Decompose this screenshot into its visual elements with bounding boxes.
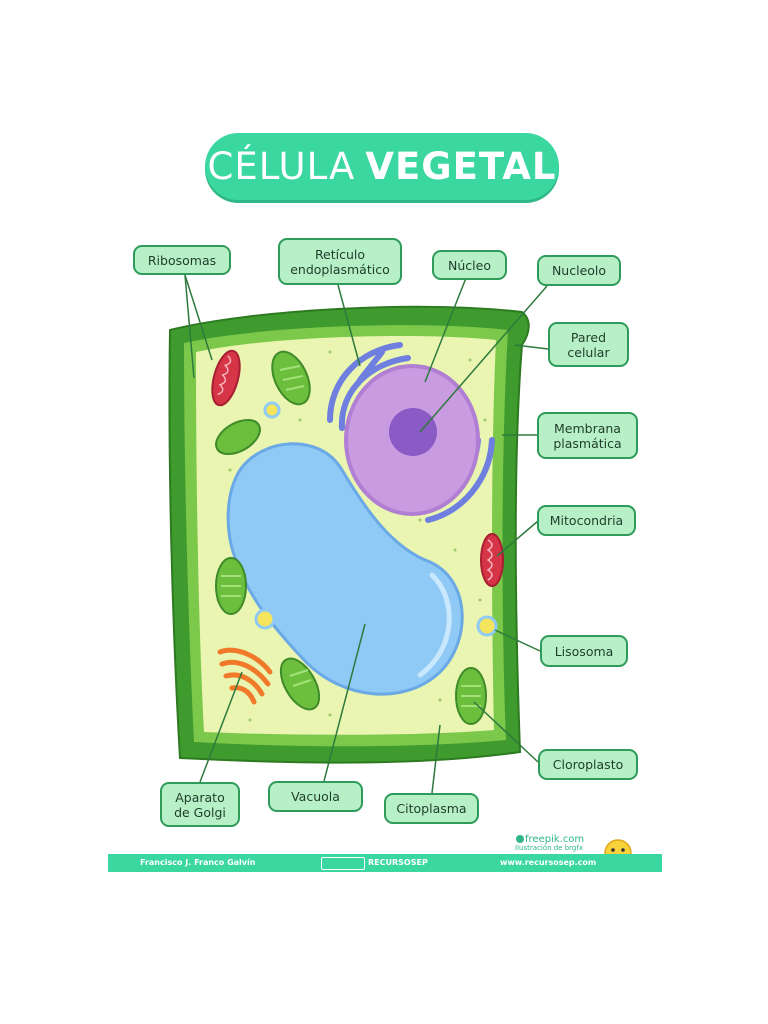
mitochondria [211, 349, 504, 587]
nucleolus [389, 408, 437, 456]
website-link[interactable]: www.recursosep.com [500, 858, 597, 867]
label-vacuola: Vacuola [268, 781, 363, 812]
label-nucleo: Núcleo [432, 250, 507, 280]
label-nucleolo: Nucleolo [537, 255, 621, 286]
freepik-name: freepik.com [525, 834, 585, 845]
label-pared-celular: Pared celular [548, 322, 629, 367]
freepik-credit: freepik.com Ilustración de brgfx [515, 834, 584, 852]
golgi-apparatus [217, 647, 273, 705]
label-reticulo: Retículo endoplasmático [278, 238, 402, 285]
freepik-icon [516, 835, 524, 843]
title-bold: VEGETAL [365, 145, 557, 188]
lysosomes [254, 401, 498, 637]
label-cloroplasto: Cloroplasto [538, 749, 638, 780]
leader-lines [184, 274, 549, 794]
label-citoplasma: Citoplasma [384, 793, 479, 824]
creative-commons-icon [321, 857, 365, 870]
title-light: CÉLULA [207, 145, 356, 188]
brand-name: RECURSOSEP [368, 858, 428, 867]
label-ribosomas: Ribosomas [133, 245, 231, 275]
label-lisosoma: Lisosoma [540, 635, 628, 667]
label-mitocondria: Mitocondria [537, 505, 636, 536]
label-membrana-plasmatica: Membrana plasmática [537, 412, 638, 459]
author-name: Francisco J. Franco Galvín [140, 858, 256, 867]
illustration-credit: Ilustración de brgfx [515, 844, 583, 852]
footer-bar: Francisco J. Franco Galvín RECURSOSEP ww… [108, 854, 662, 872]
label-aparato-golgi: Aparato de Golgi [160, 782, 240, 827]
